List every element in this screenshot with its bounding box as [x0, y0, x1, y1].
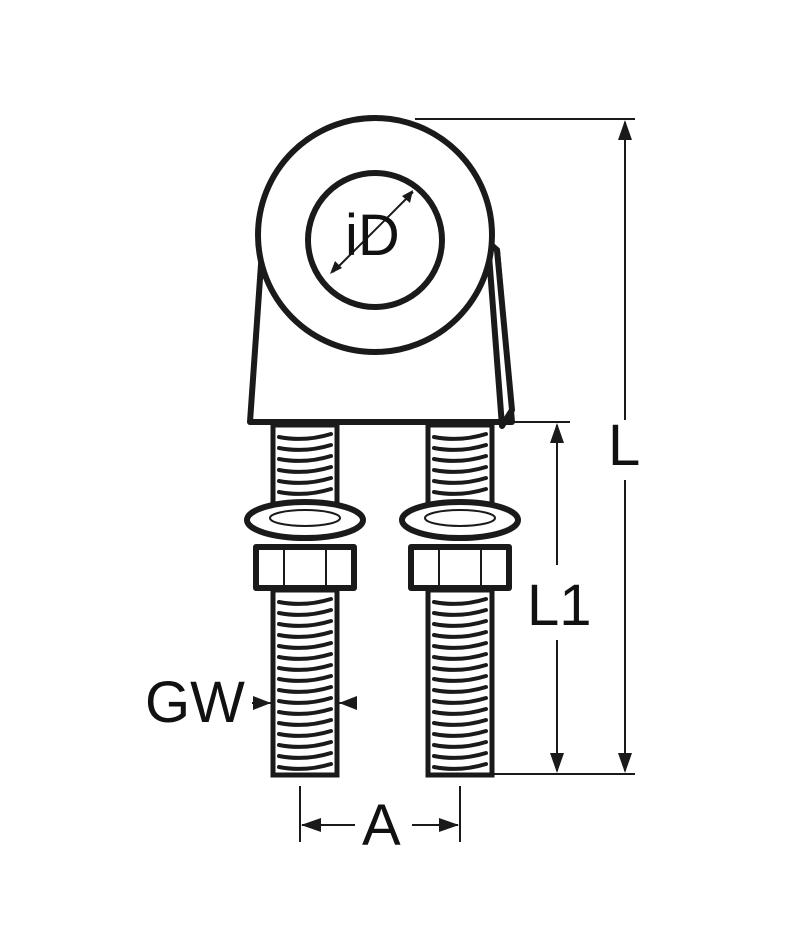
thread-line [432, 707, 488, 716]
thread-line [277, 619, 333, 628]
thread-line [432, 641, 488, 650]
thread-line [432, 454, 488, 463]
thread-line [277, 740, 333, 749]
thread-line [432, 740, 488, 749]
thread-line [432, 751, 488, 760]
thread-line [432, 597, 488, 606]
stud-spacing-label: A [362, 793, 401, 858]
thread-line [277, 663, 333, 672]
thread-line [277, 652, 333, 661]
thread-line [432, 465, 488, 474]
thread-line [277, 685, 333, 694]
thread-line [277, 608, 333, 617]
thread-line [277, 718, 333, 727]
thread-line [432, 663, 488, 672]
thread-line [432, 608, 488, 617]
thread-line [277, 762, 333, 771]
thread-line [277, 630, 333, 639]
thread-line [432, 674, 488, 683]
thread-line [432, 729, 488, 738]
thread-line [432, 685, 488, 694]
thread-line [432, 762, 488, 771]
thread-length-label: L1 [527, 573, 592, 638]
pad-eye-body [247, 115, 515, 429]
thread-line [277, 729, 333, 738]
right-stud [399, 422, 521, 778]
thread-line [277, 432, 333, 441]
thread-line [432, 476, 488, 485]
thread-line [432, 652, 488, 661]
overall-length-dimension: L [415, 118, 640, 775]
thread-length-dimension: L1 [505, 421, 592, 773]
thread-size-label: GW [145, 670, 245, 735]
thread-line [432, 718, 488, 727]
thread-line [277, 674, 333, 683]
thread-line [432, 487, 488, 496]
thread-line [432, 443, 488, 452]
inner-diameter-dimension: iD [330, 190, 414, 274]
thread-size-dimension: GW [145, 670, 357, 735]
thread-line [277, 454, 333, 463]
thread-line [432, 432, 488, 441]
thread-line [432, 630, 488, 639]
stud-spacing-dimension: A [299, 786, 461, 858]
thread-line [277, 443, 333, 452]
thread-line [277, 707, 333, 716]
thread-line [277, 696, 333, 705]
thread-line [432, 696, 488, 705]
left-stud [244, 422, 366, 778]
thread-line [277, 465, 333, 474]
thread-line [277, 597, 333, 606]
thread-line [432, 619, 488, 628]
thread-line [277, 751, 333, 760]
inner-diameter-label: iD [345, 203, 400, 268]
thread-line [277, 487, 333, 496]
thread-line [277, 641, 333, 650]
thread-line [277, 476, 333, 485]
overall-length-label: L [608, 413, 640, 478]
